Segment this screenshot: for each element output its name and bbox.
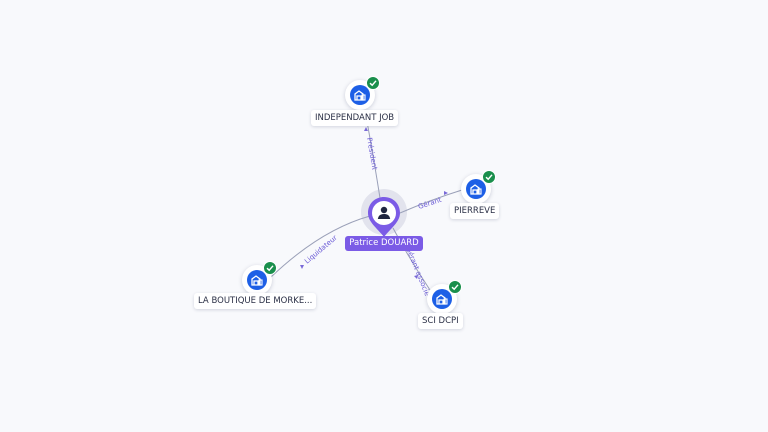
company-label-independant-job[interactable]: INDEPENDANT JOB	[311, 110, 399, 126]
person-icon	[377, 206, 391, 219]
verified-check-icon	[448, 280, 462, 294]
edge-label-liquidateur: Liquidateur	[303, 234, 339, 266]
building-icon	[432, 289, 452, 309]
building-icon	[247, 270, 267, 290]
company-label-sci-dcpi[interactable]: SCI DCPI	[418, 313, 463, 329]
edge-label-president: Président	[365, 137, 379, 171]
edge-arrow-liquidateur	[300, 265, 304, 269]
edge-gerant-associe	[392, 227, 431, 291]
edge-label-gerant-associe: Gérant associé	[404, 246, 431, 297]
building-icon	[466, 179, 486, 199]
company-node-pierreve[interactable]	[461, 170, 496, 204]
edge-gerant	[399, 189, 463, 214]
company-node-sci-dcpi[interactable]	[427, 280, 462, 314]
company-node-la-boutique[interactable]	[242, 261, 277, 295]
company-node-independant-job[interactable]	[345, 76, 380, 110]
verified-check-icon	[482, 170, 496, 184]
edge-arrow-president	[364, 127, 368, 131]
person-node[interactable]	[365, 195, 403, 239]
verified-check-icon	[366, 76, 380, 90]
edge-arrow-gerant	[444, 191, 448, 195]
edge-arrow-gerant-associe	[414, 275, 418, 279]
building-icon	[350, 85, 370, 105]
edge-label-gerant: Gérant	[417, 196, 443, 211]
verified-check-icon	[263, 261, 277, 275]
edge-liquidateur	[269, 215, 371, 279]
person-label[interactable]: Patrice DOUARD	[345, 236, 423, 251]
company-label-la-boutique[interactable]: LA BOUTIQUE DE MORKE...	[194, 293, 317, 309]
company-label-pierreve[interactable]: PIERREVE	[450, 203, 500, 219]
